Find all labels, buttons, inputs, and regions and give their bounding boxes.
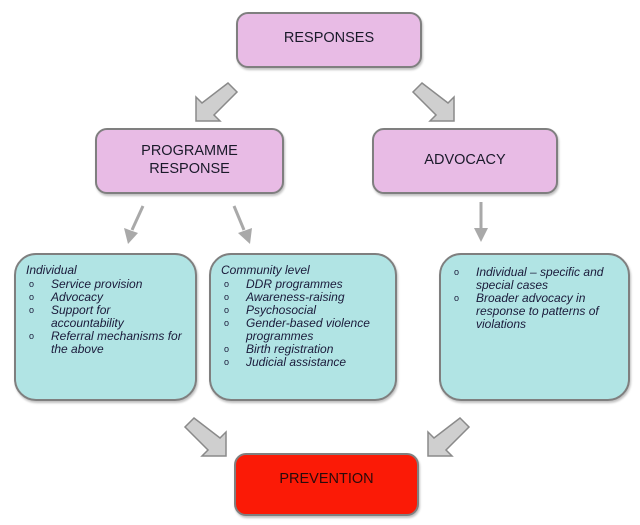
list-item-text: Gender-based violence programmes bbox=[246, 316, 370, 343]
bullet-icon: o bbox=[29, 305, 35, 315]
list-item: o Psychosocial bbox=[221, 304, 393, 317]
thin-arrow-programme-to-community bbox=[232, 205, 246, 231]
list-item-text: Individual – specific and special cases bbox=[476, 265, 604, 292]
list-item-text: Advocacy bbox=[51, 290, 104, 304]
list-item-text: Birth registration bbox=[246, 342, 334, 356]
block-arrow-responses-to-programme bbox=[195, 82, 239, 122]
list-item: o Advocacy bbox=[26, 291, 191, 304]
block-arrow-individual-to-prevention bbox=[183, 417, 227, 457]
programme-response-node: PROGRAMME RESPONSE bbox=[95, 128, 284, 194]
list-item: o Gender-based violence programmes bbox=[221, 317, 393, 343]
list-item-text: Broader advocacy in response to patterns… bbox=[476, 291, 599, 331]
thin-arrow-programme-to-individual bbox=[130, 205, 145, 231]
bullet-icon: o bbox=[224, 357, 230, 367]
bullet-icon: o bbox=[224, 344, 230, 354]
prevention-label: PREVENTION bbox=[279, 471, 374, 487]
community-heading: Community level bbox=[221, 263, 310, 277]
list-item-text: DDR programmes bbox=[246, 277, 343, 291]
programme-label-line2: RESPONSE bbox=[149, 161, 230, 177]
responses-node: RESPONSES bbox=[236, 12, 422, 68]
bullet-icon: o bbox=[29, 331, 35, 341]
bullet-icon: o bbox=[224, 305, 230, 315]
bullet-icon: o bbox=[224, 318, 230, 328]
list-item: o Referral mechanisms for the above bbox=[26, 330, 191, 356]
individual-heading: Individual bbox=[26, 263, 77, 277]
list-item-text: Support for accountability bbox=[51, 303, 124, 330]
bullet-icon: o bbox=[454, 293, 460, 303]
list-item: o Individual – specific and special cases bbox=[451, 266, 626, 292]
programme-label-line1: PROGRAMME bbox=[141, 143, 238, 159]
advocacy-label: ADVOCACY bbox=[424, 152, 506, 168]
advocacy-node: ADVOCACY bbox=[372, 128, 558, 194]
list-item: o Birth registration bbox=[221, 343, 393, 356]
bullet-icon: o bbox=[454, 267, 460, 277]
block-arrow-advocacy-to-prevention bbox=[427, 417, 471, 457]
list-item: o Awareness-raising bbox=[221, 291, 393, 304]
list-item: o DDR programmes bbox=[221, 278, 393, 291]
bullet-icon: o bbox=[224, 292, 230, 302]
list-item-text: Judicial assistance bbox=[246, 355, 347, 369]
list-item: o Broader advocacy in response to pattern… bbox=[451, 292, 626, 331]
block-arrow-responses-to-advocacy bbox=[411, 82, 455, 122]
list-item: o Judicial assistance bbox=[221, 356, 393, 369]
list-item-text: Psychosocial bbox=[246, 303, 317, 317]
advocacy-detail-box: o Individual – specific and special cases… bbox=[439, 253, 630, 401]
programme-response-label: PROGRAMME RESPONSE bbox=[97, 142, 282, 178]
advocacy-list: o Individual – specific and special cases… bbox=[451, 266, 626, 331]
list-item-text: Service provision bbox=[51, 277, 143, 291]
bullet-icon: o bbox=[224, 279, 230, 289]
bullet-icon: o bbox=[29, 279, 35, 289]
list-item-text: Awareness-raising bbox=[246, 290, 345, 304]
list-item: o Service provision bbox=[26, 278, 191, 291]
prevention-node: PREVENTION bbox=[234, 453, 419, 516]
list-item: o Support for accountability bbox=[26, 304, 191, 330]
list-item-text: Referral mechanisms for the above bbox=[51, 329, 182, 356]
responses-label: RESPONSES bbox=[283, 30, 375, 46]
bullet-icon: o bbox=[29, 292, 35, 302]
